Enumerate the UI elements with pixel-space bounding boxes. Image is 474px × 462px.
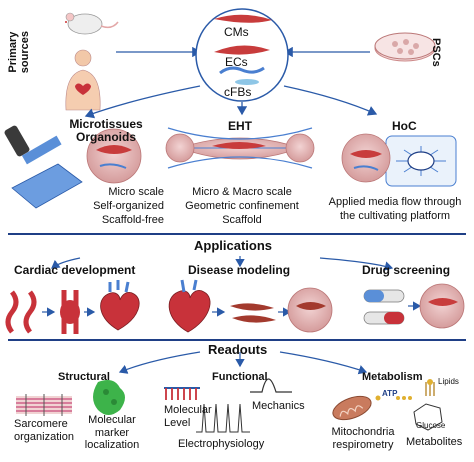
drug-pill-icon-2 bbox=[363, 311, 405, 325]
arrow-to-microtissues bbox=[84, 85, 201, 119]
diseased-tissue-icon bbox=[287, 287, 333, 333]
eht-description: Micro & Macro scale Geometric confinemen… bbox=[178, 186, 306, 227]
structural-label: Structural bbox=[58, 371, 110, 383]
cell-types-circle bbox=[195, 8, 289, 102]
atp-label: ATP bbox=[382, 389, 398, 398]
microtissues-title-line2: Organoids bbox=[75, 130, 136, 145]
electrophysiology-trace-icon bbox=[196, 403, 250, 433]
pipette-plate-icon bbox=[4, 125, 83, 209]
readouts-divider bbox=[8, 339, 466, 341]
sarcomere-label: Sarcomere organization bbox=[14, 418, 74, 443]
sarcomere-line2: organization bbox=[14, 430, 74, 443]
hoc-desc-line2: the cultivating platform bbox=[339, 209, 451, 222]
hoc-description: Applied media flow through the cultivati… bbox=[320, 196, 470, 224]
eht-title: EHT bbox=[228, 119, 252, 133]
mitochondria-icon bbox=[332, 395, 372, 421]
molecular-marker-icon bbox=[93, 380, 125, 415]
readouts-title: Readouts bbox=[208, 342, 268, 357]
arrow-to-metabolism bbox=[279, 351, 368, 375]
primary-sources-label: Primary sources bbox=[7, 19, 31, 85]
molecular-level-icon bbox=[164, 387, 200, 400]
eht-tissue bbox=[165, 127, 315, 169]
molecular-marker-line2: marker bbox=[94, 426, 130, 439]
mouse-icon bbox=[65, 12, 119, 35]
hoc-desc-line1: Applied media flow through bbox=[328, 196, 462, 208]
molecular-level-label: Molecular Level bbox=[164, 404, 212, 429]
applications-divider bbox=[8, 233, 466, 235]
treated-tissue-icon bbox=[419, 283, 465, 329]
hoc-chip bbox=[341, 133, 457, 187]
ecs-label: ECs bbox=[225, 55, 248, 69]
metabolites-label: Metabolites bbox=[406, 436, 463, 448]
metabolism-label: Metabolism bbox=[362, 371, 423, 383]
microtissues-desc-line3: Scaffold-free bbox=[101, 213, 164, 226]
mechanics-trace-icon bbox=[250, 378, 292, 393]
looping-heart-icon bbox=[60, 290, 80, 334]
psc-dish-icon bbox=[374, 32, 436, 62]
mechanics-label: Mechanics bbox=[252, 400, 305, 412]
eht-desc-line3: Scaffold bbox=[222, 213, 262, 226]
disease-modeling-label: Disease modeling bbox=[188, 263, 291, 277]
microtissue-organoid bbox=[86, 128, 142, 184]
hoc-title: HoC bbox=[392, 119, 417, 133]
primary-sources-line2: sources bbox=[19, 31, 31, 74]
pscs-label: PSCs bbox=[430, 38, 442, 67]
mitochondria-label: Mitochondria respirometry bbox=[326, 426, 400, 451]
microtissues-desc-line2: Self-organized bbox=[93, 199, 164, 212]
microtissues-title-line1: Microtissues bbox=[69, 117, 143, 131]
mito-line2: respirometry bbox=[332, 438, 394, 451]
eht-desc-line2: Geometric confinement bbox=[185, 199, 299, 212]
sarcomere-icon bbox=[16, 394, 72, 416]
microtissues-title: Microtissues Organoids bbox=[46, 117, 166, 145]
sarcomere-line1: Sarcomere bbox=[14, 418, 68, 430]
cardiac-development-label: Cardiac development bbox=[14, 263, 136, 277]
diseased-cardiomyocytes-icon bbox=[230, 303, 276, 323]
glucose-molecule-icon bbox=[413, 403, 443, 431]
molecular-level-line2: Level bbox=[164, 416, 191, 429]
lipids-icon bbox=[425, 379, 435, 396]
drug-screening-label: Drug screening bbox=[362, 263, 451, 277]
cardiac-tube-icon bbox=[5, 290, 37, 334]
arrow-to-hoc bbox=[283, 85, 378, 116]
electrophysiology-label: Electrophysiology bbox=[178, 438, 265, 450]
drug-pill-icon bbox=[363, 289, 405, 303]
arrow-to-drug-screening bbox=[319, 257, 394, 271]
molecular-marker-line1: Molecular bbox=[88, 414, 136, 426]
arrow-to-cardiac-development bbox=[51, 257, 81, 269]
primary-sources-line1: Primary bbox=[6, 31, 19, 73]
molecular-marker-line3: localization bbox=[84, 439, 140, 452]
cfbs-label: cFBs bbox=[224, 85, 252, 99]
eht-desc-line1: Micro & Macro scale bbox=[192, 186, 292, 198]
glucose-label: Glucose bbox=[416, 421, 446, 430]
mito-line1: Mitochondria bbox=[331, 426, 395, 438]
molecular-marker-label: Molecular marker localization bbox=[82, 414, 142, 452]
microtissues-description: Micro scale Self-organized Scaffold-free bbox=[84, 186, 164, 227]
applications-title: Applications bbox=[194, 238, 273, 253]
human-torso-icon bbox=[65, 49, 101, 111]
cms-label: CMs bbox=[224, 25, 249, 39]
arrow-to-structural bbox=[118, 351, 201, 374]
molecular-level-line1: Molecular bbox=[164, 404, 212, 416]
microtissues-desc-line1: Micro scale bbox=[108, 186, 164, 198]
heart-icon bbox=[100, 280, 140, 331]
diseased-heart-icon bbox=[168, 279, 211, 333]
lipids-label: Lipids bbox=[438, 377, 459, 386]
functional-label: Functional bbox=[212, 371, 268, 383]
